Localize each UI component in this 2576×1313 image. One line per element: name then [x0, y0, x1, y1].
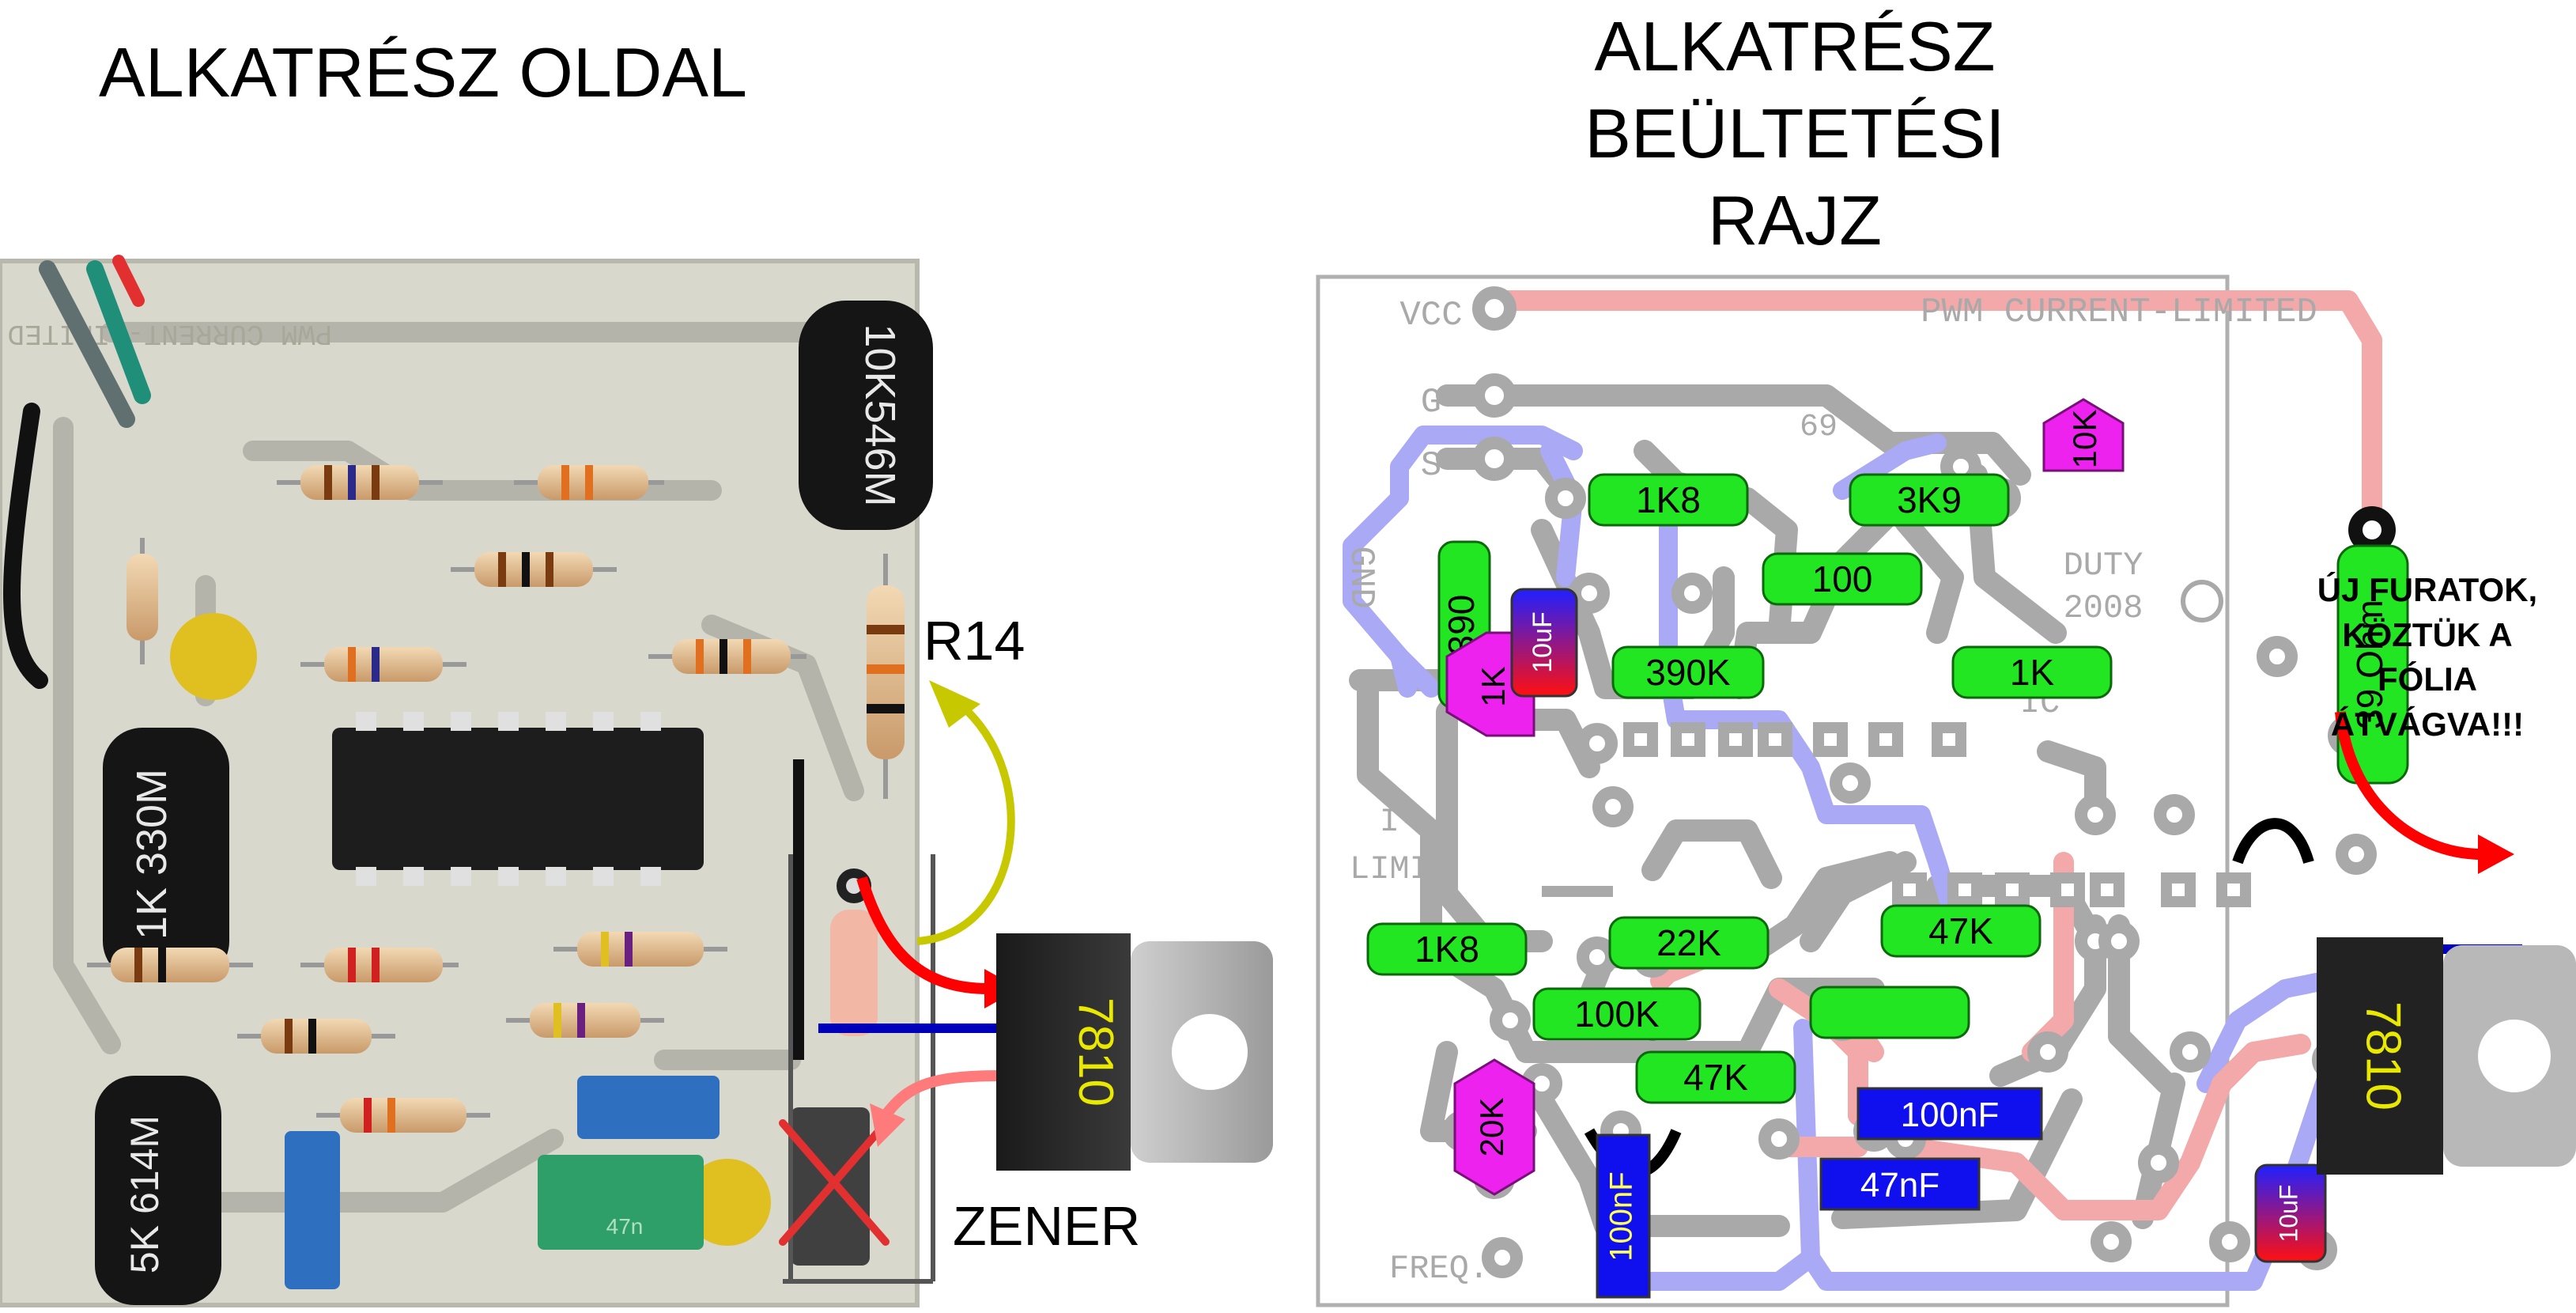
- resistor-3k9-label: 3K9: [1897, 479, 1962, 520]
- silk-freq: FREQ.: [1389, 1250, 1489, 1288]
- right-red-arrow: [2335, 711, 2483, 860]
- resistor-47k-right: [1880, 904, 2042, 958]
- capacitors: 10uF 10uF 100nF 47nF 100nF: [1510, 588, 2327, 1299]
- zener-cross-mark: [779, 1119, 890, 1246]
- ic-footprint: [1623, 722, 2251, 907]
- olive-arrow: [916, 692, 1015, 945]
- resistor-1k8-top: [1588, 473, 1749, 527]
- resistor-1k-label: 1K: [2010, 652, 2055, 693]
- svg-text:1K: 1K: [1475, 666, 1512, 706]
- svg-text:100nF: 100nF: [1901, 1095, 2000, 1134]
- resistor-1k: [1951, 645, 2113, 699]
- svg-text:47nF: 47nF: [1860, 1166, 1940, 1205]
- resistor-100k: [1532, 987, 1702, 1041]
- note-line-3: FÓLIA: [2378, 660, 2477, 698]
- photo-trimmer-5k: 5K 614M: [95, 1076, 221, 1305]
- silk-gnd: GND: [1341, 546, 1381, 608]
- jumper-arc-top: [2232, 818, 2314, 865]
- resistor-47k-bottom-label: 47K: [1683, 1057, 1748, 1098]
- svg-text:1K 330M: 1K 330M: [128, 769, 176, 940]
- right-title-line-2: BEÜLTETÉSI: [1585, 94, 2005, 172]
- svg-text:39 Ohm: 39 Ohm: [2349, 600, 2390, 729]
- trimmers: 10K 1K 20K: [1445, 398, 2125, 1196]
- photo-silkscreen: PWM CURRENT-LIMITED: [8, 317, 332, 350]
- resistor-47k-bottom: [1635, 1050, 1796, 1104]
- resistor-blank: [1809, 986, 1970, 1039]
- new-holes-note: ÚJ FURATOK, KÖZTÜK A FÓLIA ÁTVÁGVA!!!: [2293, 568, 2562, 747]
- resistor-390k: [1611, 645, 1765, 699]
- right-title-line-3: RAJZ: [1708, 181, 1882, 259]
- resistor-1k8-bottom: [1366, 922, 1528, 976]
- note-line-2: KÖZTÜK A: [2342, 615, 2513, 653]
- silk-title: PWM CURRENT-LIMITED: [1921, 293, 2317, 332]
- resistor-47k-right-label: 47K: [1928, 910, 1993, 952]
- resistor-390k-label: 390K: [1645, 652, 1731, 693]
- cap-10uf-right: [2254, 1164, 2327, 1263]
- resistor-3k9: [1849, 473, 2010, 527]
- silk-69: 69: [1800, 410, 1838, 445]
- svg-text:10K546M: 10K546M: [856, 324, 904, 506]
- left-regulator-label: 7810: [1068, 997, 1123, 1107]
- green-resistors: 1K8 3K9 100 390K 1K 1K8 22K 47K 100K 47K…: [1366, 473, 2113, 1104]
- photo-wire-overlay: [783, 854, 935, 1284]
- left-regulator-body: [996, 933, 1131, 1171]
- resistor-22k-label: 22K: [1656, 922, 1721, 963]
- resistor-22k: [1608, 916, 1770, 970]
- note-line-1: ÚJ FURATOK,: [2317, 571, 2538, 608]
- svg-text:100nF: 100nF: [1604, 1171, 1639, 1261]
- silk-duty: DUTY: [2064, 547, 2144, 585]
- trimmer-10k: [2042, 398, 2125, 472]
- silk-s: S: [1421, 446, 1441, 486]
- resistor-100-label: 100: [1812, 558, 1873, 600]
- ic-notch: [1542, 886, 1613, 897]
- right-title-line-1: ALKATRÉSZ: [1594, 7, 1996, 85]
- resistor-100: [1762, 552, 1923, 606]
- resistor-100k-label: 100K: [1574, 993, 1660, 1035]
- photo-trimmer-10k: 10K546M: [799, 301, 933, 530]
- svg-text:10K: 10K: [2066, 410, 2103, 469]
- photo-ic: [332, 712, 704, 886]
- svg-text:47n: 47n: [606, 1214, 644, 1239]
- cap-47nf: [1819, 1157, 1981, 1211]
- right-regulator-body: [2317, 937, 2443, 1175]
- resistor-1k8-bottom-label: 1K8: [1415, 929, 1479, 970]
- r14-label: R14: [924, 610, 1025, 672]
- silk-ilimit-1: I-: [1380, 803, 1419, 841]
- resistor-39-ohm: 39 Ohm: [2336, 506, 2409, 785]
- photo-trimmer-1k: 1K 330M: [103, 728, 229, 981]
- note-line-4: ÁTVÁGVA!!!: [2330, 706, 2525, 744]
- photo-resistors: [87, 465, 905, 1133]
- svg-text:10uF: 10uF: [2274, 1185, 2302, 1243]
- svg-text:20K: 20K: [1473, 1098, 1510, 1157]
- photo-wires: [3, 255, 151, 689]
- silk-2008: 2008: [2064, 589, 2144, 627]
- board-photo: PWM CURRENT-LIMITED 10K546M 1K 330M 5K 6…: [0, 255, 1015, 1307]
- silk-vcc: VCC: [1399, 296, 1462, 335]
- zener-label: ZENER: [953, 1195, 1141, 1257]
- svg-text:10uF: 10uF: [1528, 611, 1558, 673]
- left-regulator-group: 7810: [818, 876, 1273, 1171]
- right-regulator-group: 7810: [2317, 937, 2576, 1175]
- trimmer-20k: [1453, 1058, 1535, 1196]
- right-regulator-label: 7810: [2356, 1001, 2411, 1111]
- silk-ilimit-2: LIMIT: [1350, 850, 1449, 888]
- silkscreen-text: PWM CURRENT-LIMITED VCC G S GND 69 DUTY …: [1341, 293, 2317, 1288]
- cap-100nf-h: [1856, 1087, 2043, 1141]
- resistor-1k8-top-label: 1K8: [1636, 479, 1701, 520]
- cap-100nf-v: [1596, 1133, 1651, 1299]
- left-title: ALKATRÉSZ OLDAL: [99, 33, 747, 112]
- cap-10uf-left: [1510, 588, 1578, 698]
- layout-diagram: PWM CURRENT-LIMITED VCC G S GND 69 DUTY …: [1316, 274, 2523, 1307]
- svg-text:5K 614M: 5K 614M: [123, 1115, 167, 1273]
- photo-capacitors: 47n: [170, 613, 870, 1289]
- silk-g: G: [1421, 383, 1441, 422]
